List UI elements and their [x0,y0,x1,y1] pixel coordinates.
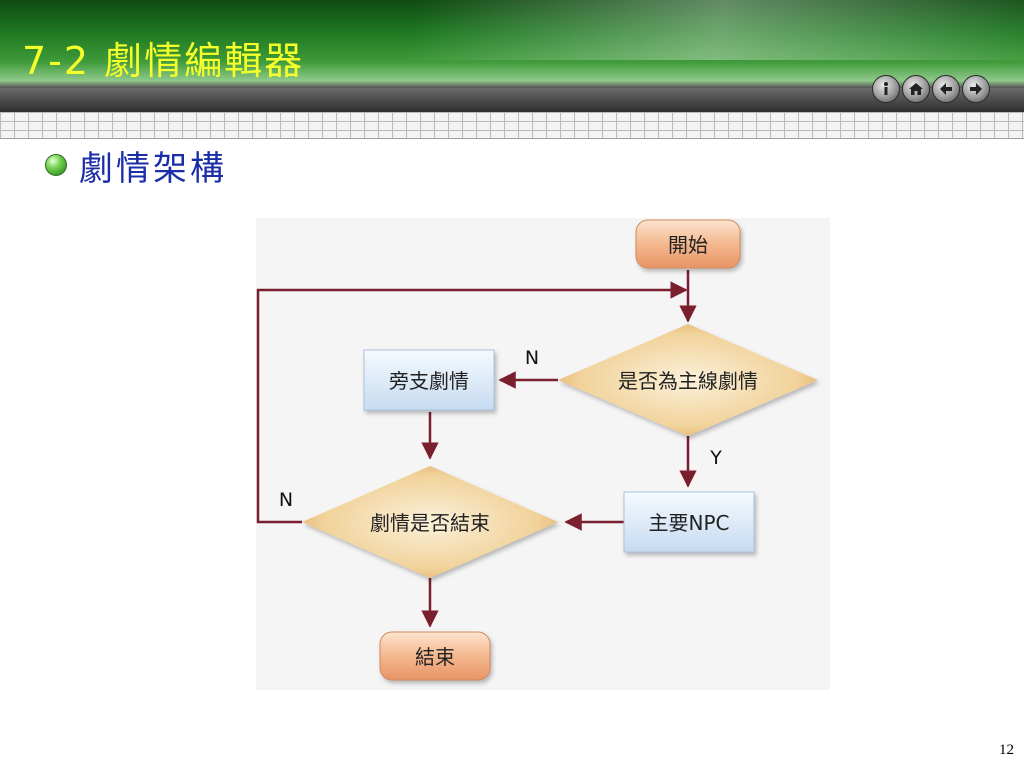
slide-header: 7-2 劇情編輯器 [0,0,1024,112]
node-start-label: 開始 [668,233,708,257]
node-end [379,631,491,681]
bullet-heading: 劇情架構 [79,148,227,189]
node-decision-end-label: 劇情是否結束 [370,511,490,535]
home-icon[interactable] [902,75,930,103]
node-start [635,219,741,269]
nav-buttons [872,75,992,105]
node-decision-main [558,324,818,436]
page-number: 12 [999,742,1014,758]
flowchart-background [256,218,830,690]
edge-label-main-yes: Y [709,447,722,469]
node-decision-end [302,466,558,578]
grid-band [0,112,1024,139]
node-end-label: 結束 [415,645,455,669]
header-shine [0,0,1024,60]
flowchart-svg: 開始 是否為主線劇情 旁支劇情 主要NPC 劇情是否結束 結束 N Y N [256,218,830,690]
node-side-story [363,349,495,411]
forward-arrow-icon[interactable] [962,75,990,103]
edge-label-main-no: N [525,347,539,369]
node-main-npc-label: 主要NPC [649,511,730,535]
edge-loop-back [256,288,674,524]
info-icon[interactable] [872,75,900,103]
slide-title: 7-2 劇情編輯器 [22,39,305,83]
node-decision-main-label: 是否為主線劇情 [618,369,758,393]
flowchart: 開始 是否為主線劇情 旁支劇情 主要NPC 劇情是否結束 結束 N Y N [256,218,830,690]
bullet-icon [45,154,67,176]
node-main-npc [623,491,755,553]
node-side-story-label: 旁支劇情 [389,369,469,393]
header-dark-strip [0,88,1024,112]
back-arrow-icon[interactable] [932,75,960,103]
bullet-heading-row: 劇情架構 [45,142,227,189]
edge-label-end-no: N [279,489,293,511]
